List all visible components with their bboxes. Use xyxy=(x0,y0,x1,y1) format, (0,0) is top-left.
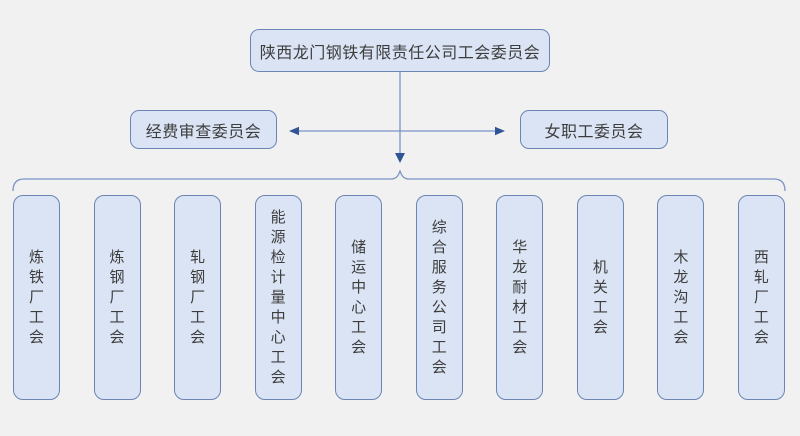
union-node: 轧钢厂工会 xyxy=(174,195,222,400)
root-node-label: 陕西龙门钢铁有限责任公司工会委员会 xyxy=(259,44,541,62)
committee-node-female-workers: 女职工委员会 xyxy=(520,110,668,149)
union-node: 储运中心工会 xyxy=(335,195,383,400)
root-node: 陕西龙门钢铁有限责任公司工会委员会 xyxy=(250,29,550,72)
union-node: 综合服务公司工会 xyxy=(415,195,463,400)
union-node-label: 炼铁厂工会 xyxy=(28,248,44,346)
union-row: 炼铁厂工会 炼钢厂工会 轧钢厂工会 能源检计量中心工会 储运中心工会 综合服务公… xyxy=(13,195,785,400)
union-node: 能源检计量中心工会 xyxy=(254,195,302,400)
union-node-label: 储运中心工会 xyxy=(351,238,367,356)
union-node: 华龙耐材工会 xyxy=(496,195,544,400)
union-node: 西轧厂工会 xyxy=(737,195,785,400)
union-node: 木龙沟工会 xyxy=(657,195,705,400)
union-node-label: 机关工会 xyxy=(592,258,608,336)
union-node: 炼钢厂工会 xyxy=(93,195,141,400)
row-bracket-line xyxy=(12,170,786,192)
committee-label: 经费审查委员会 xyxy=(145,123,262,141)
union-node-label: 综合服务公司工会 xyxy=(431,218,447,376)
union-node-label: 华龙耐材工会 xyxy=(512,238,528,356)
union-node-label: 木龙沟工会 xyxy=(673,248,689,346)
union-node: 机关工会 xyxy=(576,195,624,400)
union-node-label: 能源检计量中心工会 xyxy=(270,208,286,386)
union-node-label: 炼钢厂工会 xyxy=(109,248,125,346)
union-node-label: 轧钢厂工会 xyxy=(190,248,206,346)
union-node: 炼铁厂工会 xyxy=(13,195,60,400)
committee-label: 女职工委员会 xyxy=(544,123,644,141)
committee-node-funds-review: 经费审查委员会 xyxy=(130,110,277,149)
right-arrowhead-icon xyxy=(495,126,505,136)
union-node-label: 西轧厂工会 xyxy=(753,248,769,346)
down-arrowhead-icon xyxy=(395,153,405,163)
left-arrowhead-icon xyxy=(289,126,299,136)
